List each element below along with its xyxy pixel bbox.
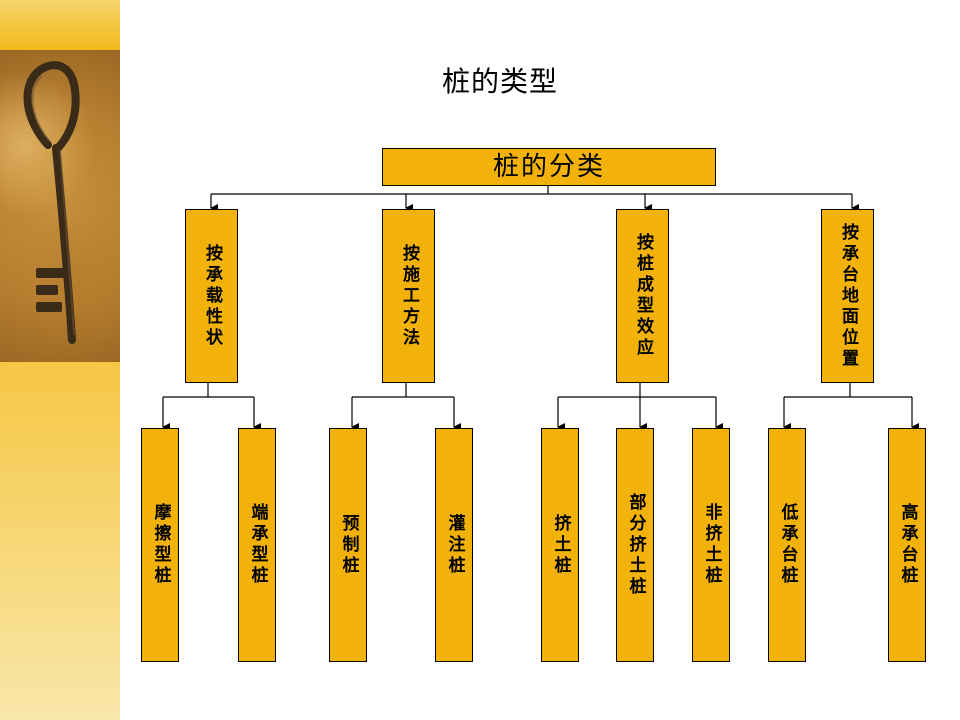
root-node: 桩的分类	[382, 148, 716, 186]
pile-type-label: 预制桩	[338, 513, 359, 577]
category-node-label: 按桩成型效应	[633, 233, 653, 359]
pile-type-label: 高承台桩	[897, 503, 918, 587]
category-node-cap-position: 按承台地面位置	[821, 209, 874, 383]
pile-type-label: 非挤土桩	[701, 503, 722, 587]
key-photo	[0, 50, 120, 362]
pile-type-node-friction: 摩擦型桩	[141, 428, 179, 662]
key-icon	[23, 61, 80, 344]
left-decor-bar	[0, 0, 120, 720]
pile-type-node-low-cap: 低承台桩	[768, 428, 806, 662]
pile-type-label: 灌注桩	[444, 513, 465, 577]
pile-type-node-end-bearing: 端承型桩	[238, 428, 276, 662]
pile-type-node-displacement: 挤土桩	[541, 428, 579, 662]
pile-type-node-partial-displacement: 部分挤土桩	[616, 428, 654, 662]
category-node-label: 按承台地面位置	[838, 222, 858, 370]
pile-type-node-cast-in-place: 灌注桩	[435, 428, 473, 662]
category-node-label: 按承载性状	[202, 243, 222, 349]
category-node-construction: 按施工方法	[382, 209, 435, 383]
pile-type-label: 挤土桩	[550, 513, 571, 577]
pile-type-label: 低承台桩	[777, 503, 798, 587]
page-title: 桩的类型	[441, 65, 558, 98]
pile-type-node-precast: 预制桩	[329, 428, 367, 662]
pile-type-label: 端承型桩	[247, 503, 268, 587]
pile-type-node-non-displacement: 非挤土桩	[692, 428, 730, 662]
pile-type-label: 摩擦型桩	[150, 503, 171, 587]
root-node-label: 桩的分类	[492, 152, 605, 182]
left-decor-top-strip	[0, 0, 120, 50]
category-node-bearing: 按承载性状	[185, 209, 238, 383]
pile-type-label: 部分挤土桩	[625, 492, 646, 598]
pile-type-node-high-cap: 高承台桩	[888, 428, 926, 662]
category-node-label: 按施工方法	[399, 243, 419, 349]
category-node-forming-effect: 按桩成型效应	[616, 209, 669, 383]
